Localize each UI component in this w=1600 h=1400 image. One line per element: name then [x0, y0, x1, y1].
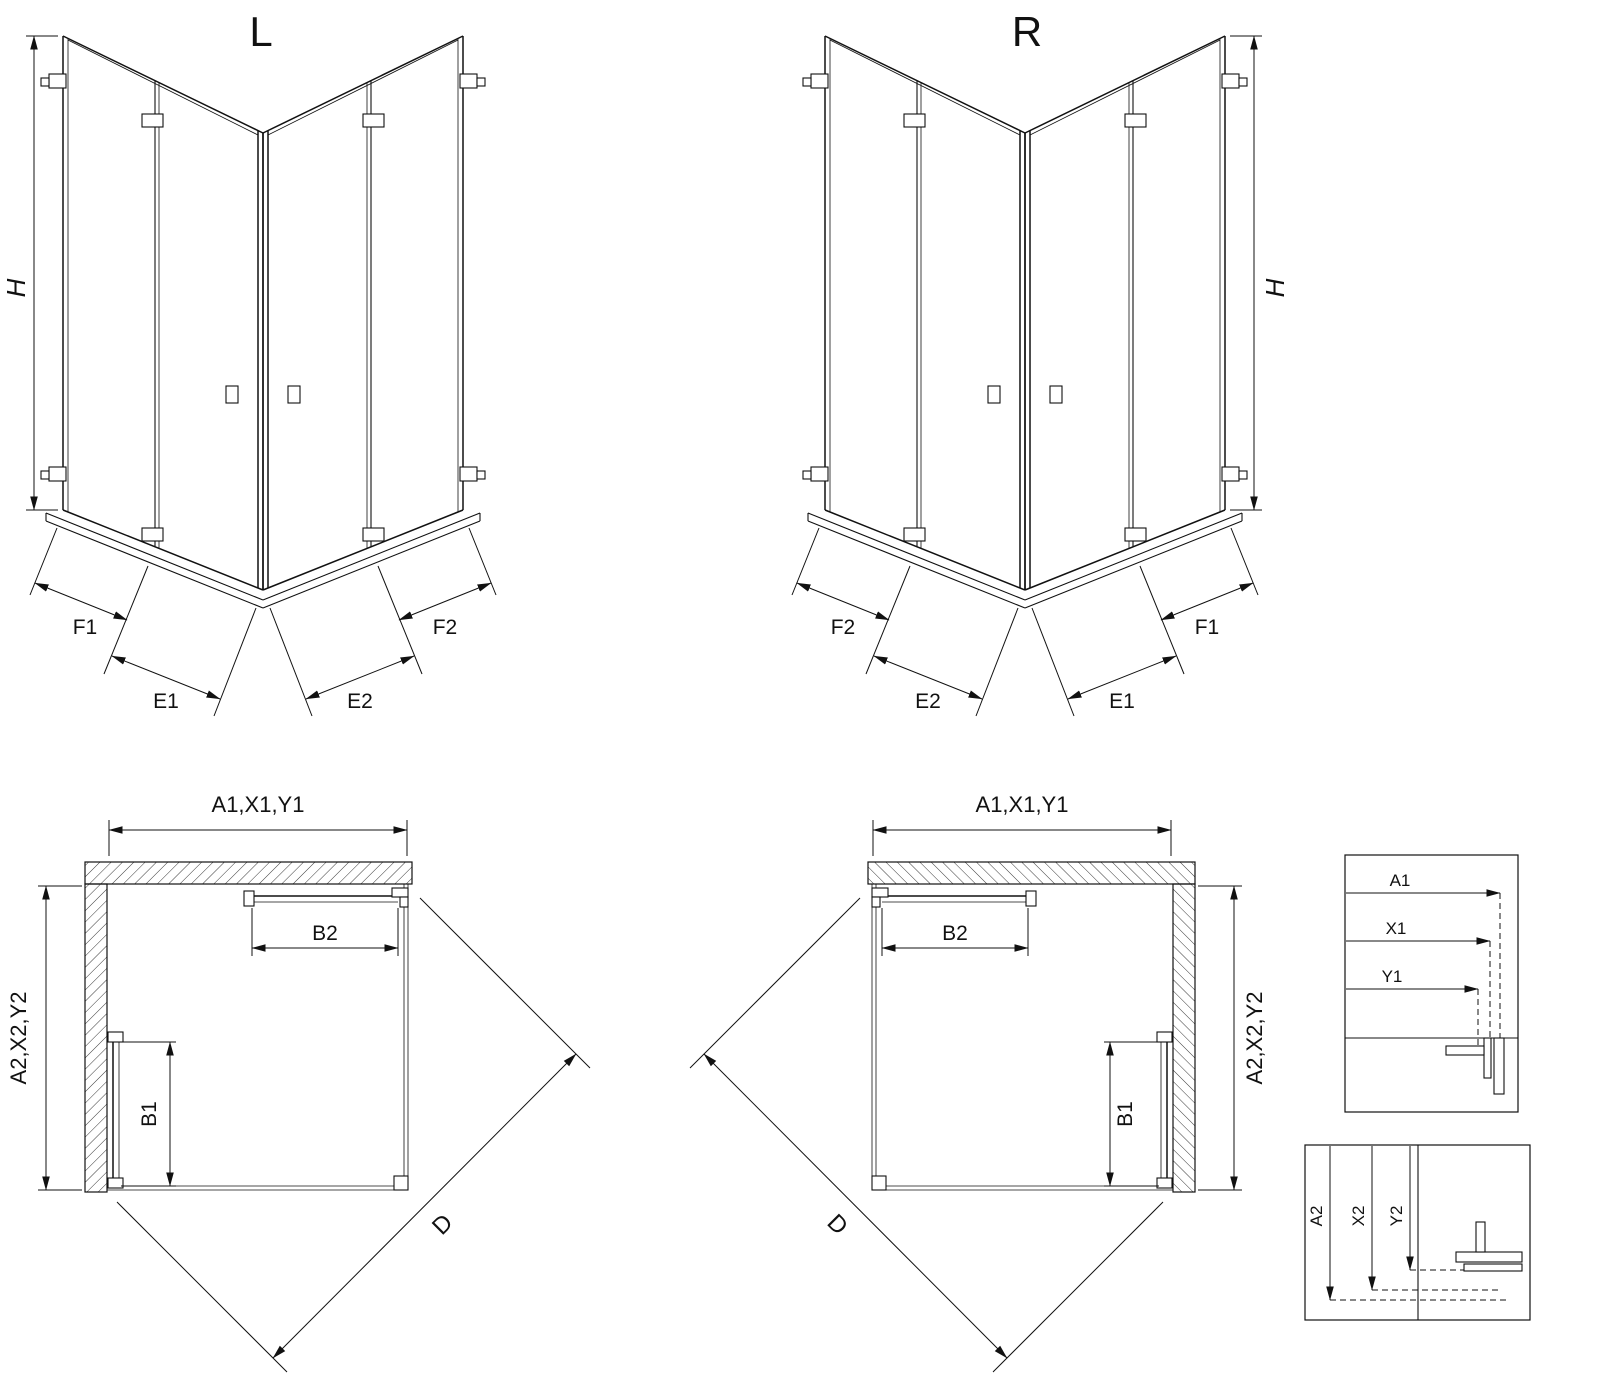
- dim-label-e2-right: E2: [915, 690, 941, 713]
- plan-view-left: [38, 820, 590, 1372]
- plan-view-right: [690, 820, 1242, 1372]
- plan-left-geometry: [38, 820, 590, 1372]
- dim-label-b2-planleft: B2: [312, 922, 338, 945]
- dim-label-b2-planright: B2: [942, 922, 968, 945]
- dim-label-h-left: H: [1, 278, 31, 297]
- dim-label-width-planright: A1,X1,Y1: [976, 792, 1069, 817]
- dim-label-depth-planleft: A2,X2,Y2: [6, 992, 31, 1085]
- profile-bracket: [1475, 1221, 1486, 1253]
- dim-label-e1-right: E1: [1109, 690, 1135, 713]
- detail-label-x1: X1: [1386, 919, 1407, 938]
- detail-label-x2: X2: [1349, 1206, 1368, 1227]
- dim-label-e1-left: E1: [153, 690, 179, 713]
- profile-bracket: [1445, 1045, 1485, 1056]
- dim-label-e2-left: E2: [347, 690, 373, 713]
- detail-frame: [1344, 854, 1519, 1113]
- profile-wall-section: [1493, 1037, 1505, 1095]
- plan-right-geometry: [690, 820, 1242, 1372]
- dim-label-depth-planright: A2,X2,Y2: [1242, 992, 1267, 1085]
- profile-glass-section: [1463, 1263, 1523, 1272]
- dim-label-f1-right: F1: [1195, 616, 1220, 639]
- dim-label-width-planleft: A1,X1,Y1: [212, 792, 305, 817]
- detail-label-a1: A1: [1390, 871, 1411, 890]
- iso-right-geometry: [792, 36, 1262, 716]
- profile-glass-section: [1483, 1037, 1492, 1079]
- iso-view-right: [792, 36, 1262, 716]
- iso-view-left: [26, 36, 496, 716]
- dim-label-d-planleft: D: [427, 1209, 458, 1240]
- detail-box-depths: [1304, 1144, 1531, 1321]
- detail-box-widths: [1344, 854, 1519, 1113]
- detail-label-y2: Y2: [1387, 1206, 1406, 1227]
- dim-label-f2-left: F2: [433, 616, 458, 639]
- dim-label-h-right: H: [1260, 278, 1290, 297]
- iso-left-geometry: [26, 36, 496, 716]
- dim-label-b1-planleft: B1: [138, 1101, 161, 1127]
- dim-label-f2-right: F2: [831, 616, 856, 639]
- variant-label-right: R: [1012, 8, 1042, 55]
- profile-wall-section: [1455, 1251, 1523, 1263]
- dim-label-f1-left: F1: [73, 616, 98, 639]
- variant-label-left: L: [249, 8, 272, 55]
- detail-label-a2: A2: [1307, 1206, 1326, 1227]
- dim-label-d-planright: D: [822, 1209, 853, 1240]
- dim-label-b1-planright: B1: [1114, 1101, 1137, 1127]
- detail-label-y1: Y1: [1382, 967, 1403, 986]
